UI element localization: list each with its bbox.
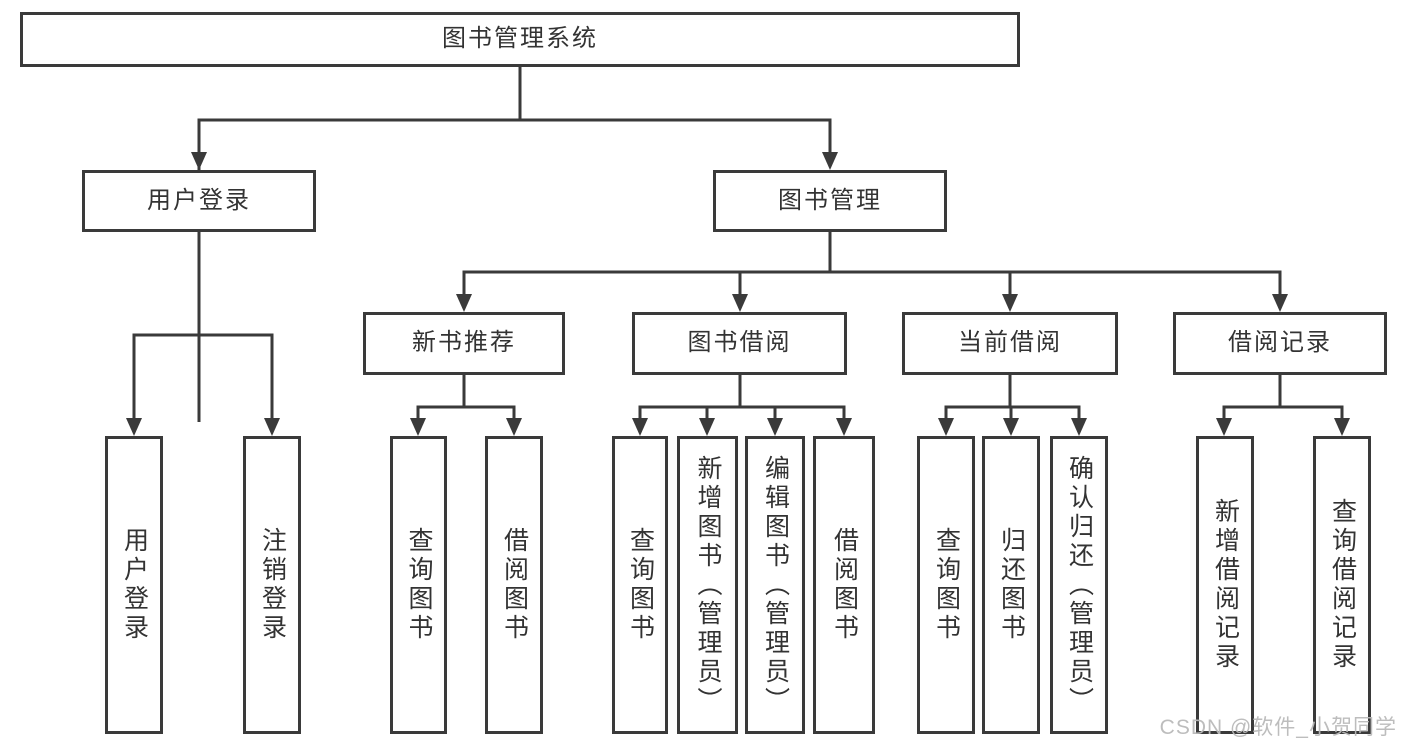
node-leaf-query-borrow-record: 查询借阅记录 xyxy=(1313,436,1371,734)
node-library-management-system: 图书管理系统 xyxy=(20,12,1020,67)
node-book-management: 图书管理 xyxy=(713,170,947,232)
node-leaf-edit-books-admin: 编辑图书（管理员） xyxy=(745,436,805,734)
node-leaf-confirm-return-admin: 确认归还（管理员） xyxy=(1050,436,1108,734)
node-leaf-borrow-books: 借阅图书 xyxy=(813,436,875,734)
node-leaf-user-login: 用户登录 xyxy=(105,436,163,734)
node-current-borrowing: 当前借阅 xyxy=(902,312,1118,375)
node-borrowing-records: 借阅记录 xyxy=(1173,312,1387,375)
node-leaf-query-books-current: 查询图书 xyxy=(917,436,975,734)
csdn-watermark: CSDN @软件_小贺同学 xyxy=(1159,716,1397,739)
node-new-book-recommendation: 新书推荐 xyxy=(363,312,565,375)
node-leaf-add-books-admin: 新增图书（管理员） xyxy=(677,436,738,734)
node-leaf-add-borrow-record: 新增借阅记录 xyxy=(1196,436,1254,734)
node-leaf-borrow-books-rec: 借阅图书 xyxy=(485,436,543,734)
node-leaf-logout: 注销登录 xyxy=(243,436,301,734)
node-leaf-query-books-rec: 查询图书 xyxy=(390,436,447,734)
node-book-borrowing: 图书借阅 xyxy=(632,312,847,375)
node-leaf-query-books-borrow: 查询图书 xyxy=(612,436,668,734)
node-leaf-return-books: 归还图书 xyxy=(982,436,1040,734)
node-user-login: 用户登录 xyxy=(82,170,316,232)
